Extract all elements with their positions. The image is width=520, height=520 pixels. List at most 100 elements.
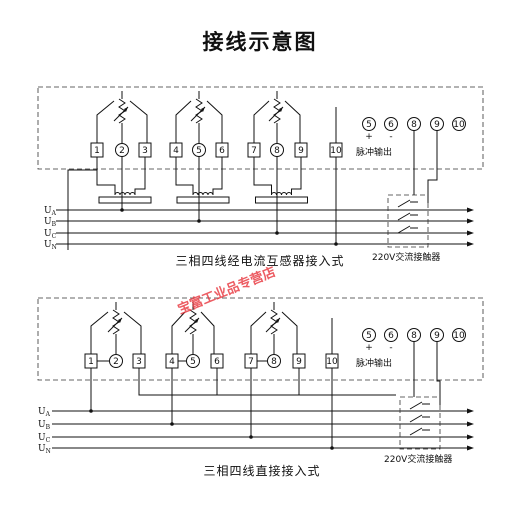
terminal-5: [362, 328, 376, 342]
terminal-label: 9: [434, 120, 440, 130]
current-transformer-coil: [124, 192, 131, 196]
terminal-label: 2: [113, 357, 119, 367]
voltage-coil: [112, 309, 120, 335]
terminal-wire: [250, 311, 267, 354]
voltage-coil: [118, 98, 126, 124]
coil-arrow-head: [276, 318, 280, 323]
pulse-minus: -: [389, 132, 392, 142]
coil-arrow-head: [118, 318, 122, 323]
terminal-label: 6: [388, 331, 394, 341]
current-transformer-core: [98, 196, 152, 204]
phase-label-ub: UB: [38, 420, 51, 431]
terminal-wire: [281, 311, 298, 354]
ct-secondary-wire: [253, 157, 272, 195]
ct-secondary-wire: [96, 157, 116, 195]
terminal-10: [452, 117, 466, 131]
voltage-coil: [189, 309, 197, 335]
junction-dot: [170, 422, 174, 426]
phase-label-uc: UC: [38, 433, 51, 444]
meter-enclosure: [37, 86, 484, 170]
voltage-coil: [270, 309, 278, 335]
current-transformer-coil: [192, 192, 199, 196]
contactor-switch: [397, 212, 411, 221]
pulse-plus: +: [365, 132, 373, 142]
terminal-label: 1: [94, 146, 100, 156]
phase-arrow: [467, 434, 474, 440]
terminal-wire: [284, 100, 301, 143]
current-transformer-coil: [271, 192, 277, 196]
contactor-box: [387, 194, 429, 248]
terminal-label: 6: [219, 146, 225, 156]
phase-arrow: [467, 408, 474, 414]
diagram-title: 接线示意图: [202, 30, 318, 54]
terminal-wire: [206, 100, 223, 143]
terminal-label: 8: [271, 357, 277, 367]
meter-enclosure: [37, 297, 484, 381]
pulse-output-label: 脉冲输出: [356, 357, 392, 369]
terminal-wire: [123, 311, 142, 354]
watermark-text: 宝富工业品专营店: [176, 264, 278, 318]
coil-arrow-head: [201, 107, 205, 112]
terminal-label: 8: [411, 120, 417, 130]
terminal-label: 10: [330, 146, 342, 156]
terminal-label: 6: [388, 120, 394, 130]
junction-dot: [89, 409, 93, 413]
phase-label-un: UN: [38, 444, 51, 455]
current-transformer-coil: [281, 192, 287, 196]
contactor-label: 220V交流接触器: [372, 251, 440, 263]
phase-label-ub: UB: [44, 217, 57, 228]
contactor-switch: [409, 427, 423, 436]
terminal-10: [452, 328, 466, 342]
terminal-label: 1: [88, 357, 94, 367]
phase-arrow: [467, 218, 474, 224]
phase-label-uc: UC: [44, 229, 57, 240]
ground-wire: [67, 157, 98, 250]
line-out-wire: [216, 368, 396, 396]
terminal-6: [384, 328, 398, 342]
current-transformer-coil: [114, 192, 121, 196]
current-transformer-coil: [286, 192, 292, 196]
voltage-coil: [195, 98, 203, 124]
phase-arrow: [467, 445, 474, 451]
junction-dot: [330, 446, 334, 450]
pulse-plus: +: [365, 343, 373, 353]
terminal-wire: [200, 311, 215, 354]
contactor-switch: [409, 401, 423, 410]
terminal-label: 8: [274, 146, 280, 156]
pulse-minus: -: [389, 343, 392, 353]
terminal-label: 2: [119, 146, 125, 156]
terminal-wire: [171, 311, 186, 354]
contactor-switch: [409, 414, 423, 423]
terminal-label: 7: [251, 146, 257, 156]
coil-arrow-head: [195, 318, 199, 323]
terminal-label: 5: [366, 120, 372, 130]
junction-dot: [275, 231, 279, 235]
junction-dot: [197, 219, 201, 223]
phase-arrow: [467, 230, 474, 236]
coil-arrow-head: [124, 107, 128, 112]
pulse-output-label: 脉冲输出: [356, 146, 392, 158]
junction-dot: [249, 435, 253, 439]
contactor-switch: [397, 199, 411, 208]
ct-secondary-wire: [134, 157, 146, 195]
terminal-label: 7: [248, 357, 254, 367]
line-out-wire: [138, 368, 396, 396]
phase-arrow: [467, 421, 474, 427]
current-transformer-core: [176, 196, 230, 204]
control-wire: [427, 130, 438, 203]
terminal-wire: [90, 311, 109, 354]
terminal-label: 6: [214, 357, 220, 367]
terminal-label: 4: [173, 146, 179, 156]
current-transformer-core: [255, 196, 308, 204]
junction-dot: [334, 242, 338, 246]
ct-secondary-wire: [212, 157, 223, 195]
control-wire: [436, 341, 441, 405]
coil-arrow-head: [279, 107, 283, 112]
phase-arrow: [467, 241, 474, 247]
terminal-label: 3: [142, 146, 148, 156]
terminal-label: 8: [411, 331, 417, 341]
current-transformer-coil: [207, 192, 214, 196]
